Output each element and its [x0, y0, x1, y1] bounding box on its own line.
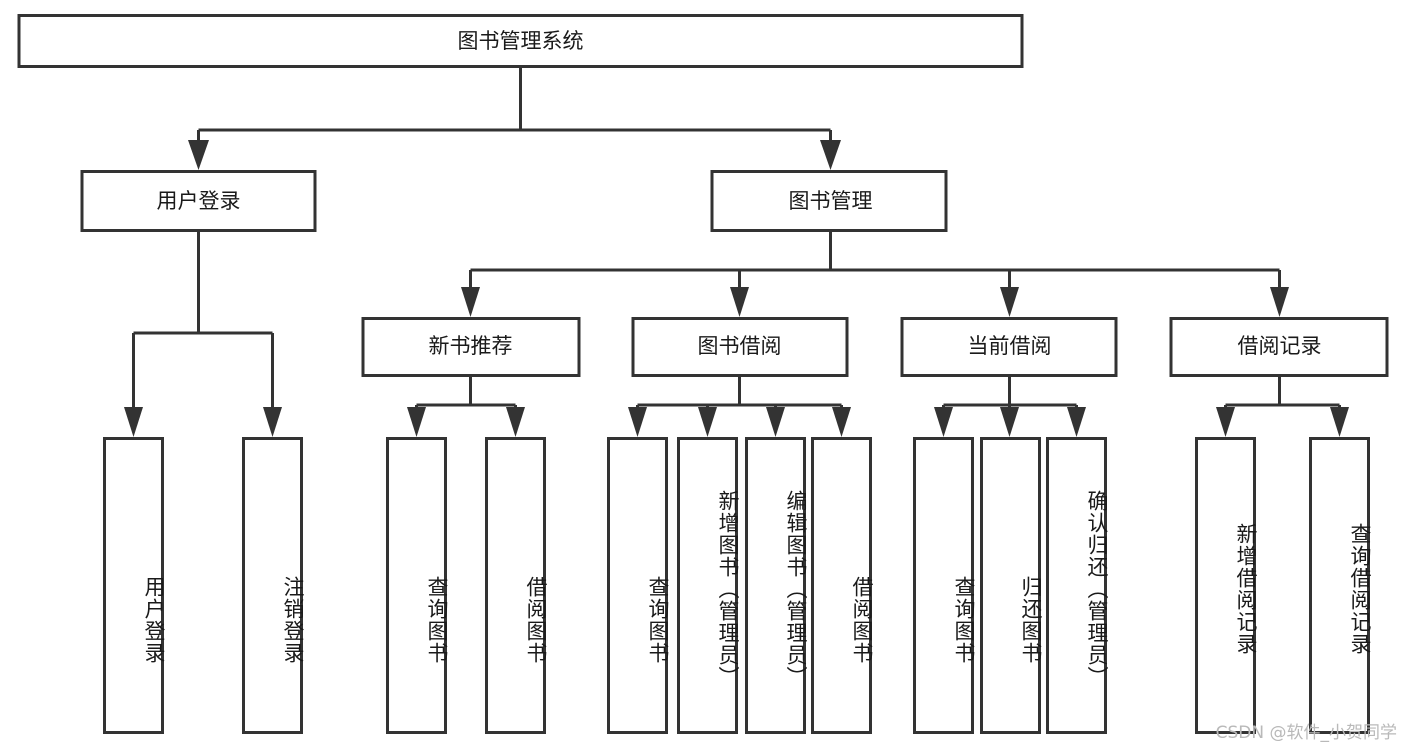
- node-current-borrow[interactable]: [900, 317, 1118, 377]
- leaf-br-query-record[interactable]: [1309, 437, 1370, 734]
- node-book-borrow-label: 图书借阅: [698, 334, 782, 358]
- leaf-cb-query-book[interactable]: [913, 437, 974, 734]
- arrowhead-book-mgmt: [820, 140, 841, 170]
- leaf-nb-query-book[interactable]: [386, 437, 447, 734]
- node-root[interactable]: [17, 14, 1024, 68]
- node-book-management-label: 图书管理: [789, 189, 873, 213]
- node-borrow-record[interactable]: [1169, 317, 1389, 377]
- arrowhead-cb-return-book: [1000, 407, 1019, 437]
- leaf-bb-query-book[interactable]: [607, 437, 668, 734]
- arrowhead-cb-confirm-return: [1067, 407, 1086, 437]
- leaf-br-add-record[interactable]: [1195, 437, 1256, 734]
- arrowhead-bb-edit-book: [766, 407, 785, 437]
- arrowhead-br-query-record: [1330, 407, 1349, 437]
- node-new-book-recommend-label: 新书推荐: [429, 334, 513, 358]
- leaf-logout[interactable]: [242, 437, 303, 734]
- arrowhead-br-add-record: [1216, 407, 1235, 437]
- csdn-watermark: CSDN @软件_小贺同学: [1215, 723, 1397, 743]
- arrowhead-nb-query-book: [407, 407, 426, 437]
- node-root-label: 图书管理系统: [458, 29, 584, 53]
- leaf-bb-edit-book[interactable]: [745, 437, 806, 734]
- arrowhead-bb-borrow-book: [832, 407, 851, 437]
- arrowhead-leaf-logout: [263, 407, 282, 437]
- arrowhead-current-borrow: [1000, 287, 1019, 317]
- arrowhead-bb-add-book: [698, 407, 717, 437]
- arrowhead-leaf-user-login: [124, 407, 143, 437]
- leaf-user-login[interactable]: [103, 437, 164, 734]
- node-user-login[interactable]: [80, 170, 317, 232]
- arrowhead-new-book-recommend: [461, 287, 480, 317]
- node-new-book-recommend[interactable]: [361, 317, 581, 377]
- arrowhead-user-login: [188, 140, 209, 170]
- arrowhead-bb-query-book: [628, 407, 647, 437]
- node-user-login-label: 用户登录: [157, 189, 241, 213]
- leaf-bb-add-book[interactable]: [677, 437, 738, 734]
- leaf-cb-confirm-return[interactable]: [1046, 437, 1107, 734]
- node-book-management[interactable]: [710, 170, 948, 232]
- node-borrow-record-label: 借阅记录: [1238, 334, 1322, 358]
- leaf-cb-return-book[interactable]: [980, 437, 1041, 734]
- leaf-bb-borrow-book[interactable]: [811, 437, 872, 734]
- node-book-borrow[interactable]: [631, 317, 849, 377]
- leaf-nb-borrow-book[interactable]: [485, 437, 546, 734]
- arrowhead-book-borrow: [730, 287, 749, 317]
- node-current-borrow-label: 当前借阅: [968, 334, 1052, 358]
- arrowhead-borrow-record: [1270, 287, 1289, 317]
- arrowhead-nb-borrow-book: [506, 407, 525, 437]
- arrowhead-cb-query-book: [934, 407, 953, 437]
